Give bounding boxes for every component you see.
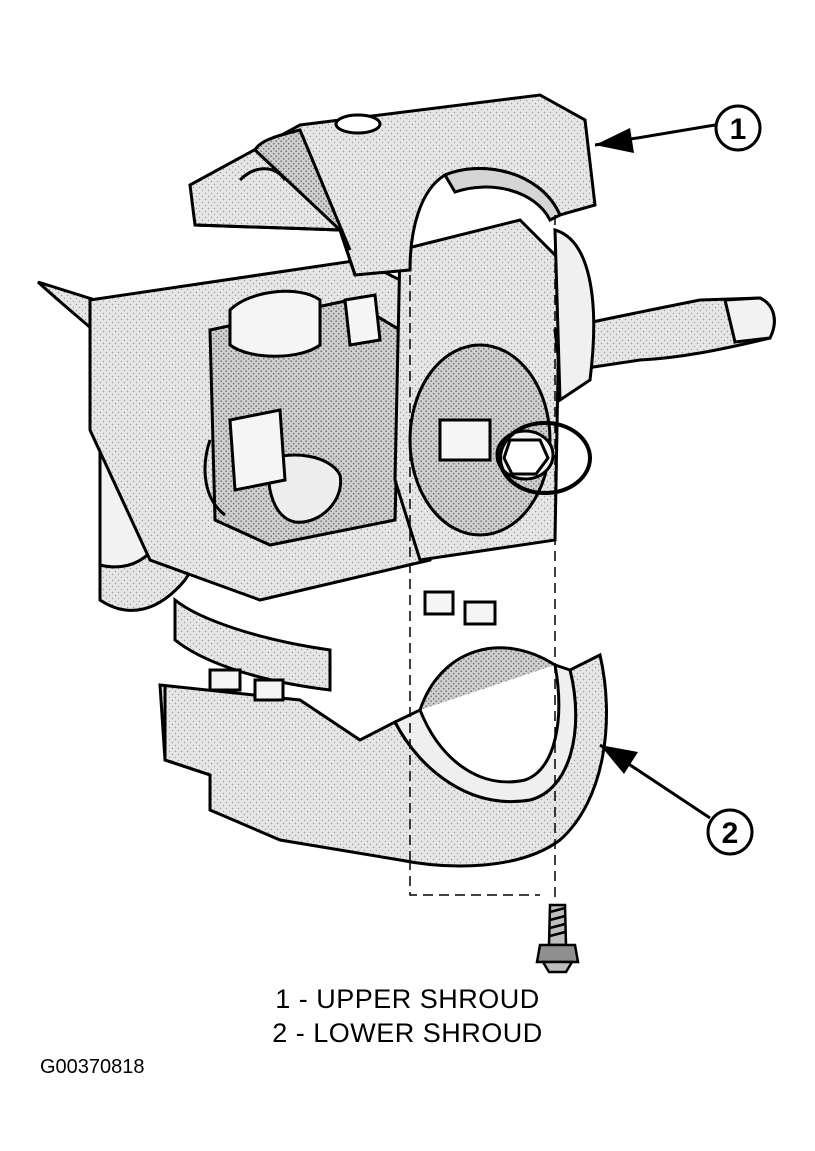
lower-shroud	[158, 590, 608, 868]
alignment-lines	[409, 215, 556, 900]
multifunction-lever	[553, 227, 776, 403]
callout-1: 1	[594, 104, 762, 153]
callout-2-circle	[706, 808, 754, 856]
callout-1-circle	[714, 104, 762, 152]
clockspring-assembly	[393, 218, 592, 562]
legend-item-lower-shroud: 2 - LOWER SHROUD	[272, 1018, 543, 1048]
callout-1-arrowhead	[595, 128, 634, 153]
callout-2: 2	[599, 743, 754, 856]
callout-2-arrowhead	[600, 745, 638, 774]
callout-2-number: 2	[722, 817, 739, 850]
upper-shroud	[188, 93, 597, 277]
shroud-screw	[535, 903, 580, 974]
steering-column-body	[88, 258, 442, 602]
callout-1-number: 1	[730, 113, 747, 146]
figure-id: G00370818	[40, 1056, 145, 1078]
legend-item-upper-shroud: 1 - UPPER SHROUD	[275, 984, 540, 1014]
